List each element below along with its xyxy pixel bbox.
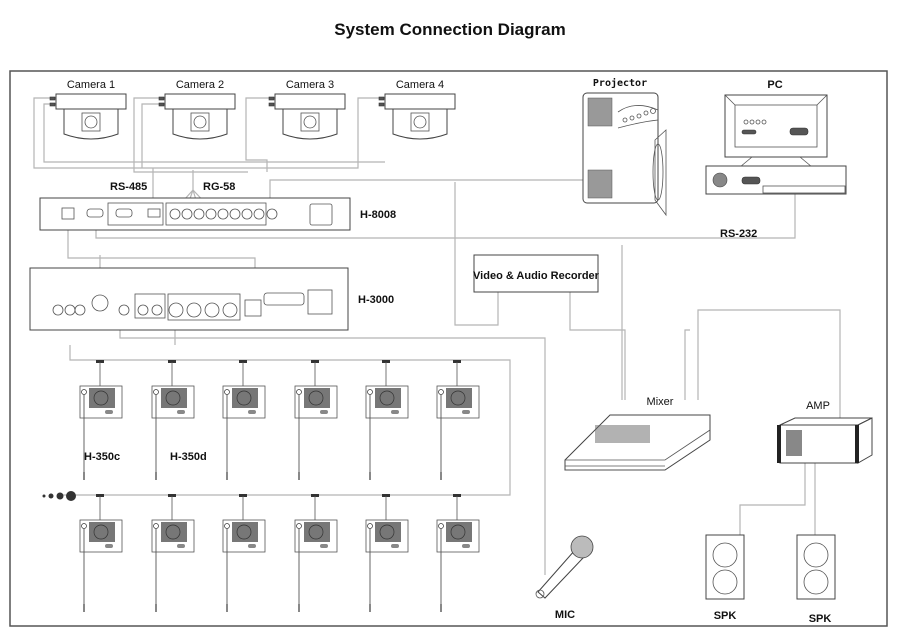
camera-3 [268,93,346,140]
cameras: Camera 1 Camera 2 Camera 3 Camera 4 [49,79,456,140]
speaker-1-label: SPK [714,610,737,622]
h3000-label: H-3000 [358,294,394,306]
delegate-unit [365,360,409,480]
cable-recorder-in [454,182,499,326]
amp: AMP [777,400,873,464]
delegate-unit [222,360,266,480]
delegate-unit [222,494,266,612]
camera-2 [158,93,236,140]
cable-camera4 [138,97,385,169]
chair-unit [79,360,123,480]
recorder: Video & Audio Recorder [473,254,600,293]
cable-conference-bus [60,345,511,496]
delegate-unit [79,494,123,612]
conference-units-row1 [79,360,480,480]
diagram-frame [9,70,888,627]
mixer: Mixer [564,396,711,471]
camera-1-label: Camera 1 [67,79,115,91]
cable-camera1-video [33,97,138,169]
pc: PC [705,79,847,195]
diagram-title: System Connection Diagram [334,20,566,39]
camera-4 [378,93,456,140]
camera-2-label: Camera 2 [176,79,224,91]
cable-camera3 [245,97,275,172]
delegate-unit [294,494,338,612]
delegate-unit [294,360,338,480]
cable-recorder-mixer [569,292,626,400]
rs232-label: RS-232 [720,228,757,240]
rg58-label: RG-58 [203,181,235,193]
delegate-unit [151,360,195,480]
delegate-unit [436,360,480,480]
conference-units-row2 [79,494,480,612]
speakers: SPK SPK [705,534,836,625]
cable-amp-spk1 [739,460,806,535]
camera-4-label: Camera 4 [396,79,444,91]
speaker-1 [705,534,745,600]
delegate-unit [151,494,195,612]
h8008-label: H-8008 [360,209,396,221]
projector: Projector [582,77,667,217]
speaker-2 [796,534,836,600]
h8008-unit: H-8008 [39,197,396,231]
cable-camera2-video [133,97,248,173]
mic-label: MIC [555,609,575,621]
delegate-unit [436,494,480,612]
microphone: MIC [535,535,594,621]
chair-unit-label: H-350c [84,451,120,463]
h3000-unit: H-3000 [29,267,394,331]
projector-label: Projector [593,77,647,89]
cable-mixer-amp-b [697,309,841,420]
rs485-label: RS-485 [110,181,147,193]
camera-1 [49,93,127,140]
recorder-label: Video & Audio Recorder [473,270,600,282]
pc-label: PC [767,79,782,91]
delegate-unit [365,494,409,612]
mixer-label: Mixer [647,396,674,408]
amp-label: AMP [806,400,830,412]
cable-camera2-ctrl [141,103,165,168]
delegate-unit-label: H-350d [170,451,207,463]
bus-continuation-dots [42,491,76,501]
cable-mixer-amp-a [684,329,690,400]
speaker-2-label: SPK [809,613,832,625]
camera-3-label: Camera 3 [286,79,334,91]
